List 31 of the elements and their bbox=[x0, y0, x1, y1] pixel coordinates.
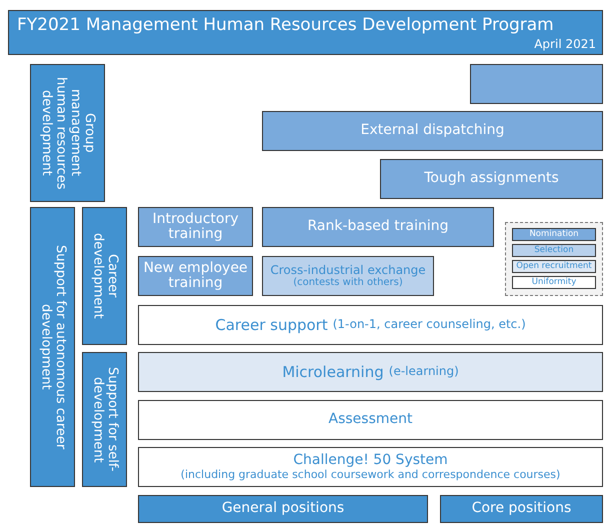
category-band: Group management human resources development bbox=[30, 64, 105, 202]
legend-text: Nomination bbox=[528, 228, 580, 241]
column-header: General positions bbox=[138, 495, 428, 523]
program-box bbox=[138, 305, 603, 345]
date-text: April 2021 bbox=[534, 37, 596, 51]
program-title: Cross-industrial exchange bbox=[270, 264, 426, 277]
program-box bbox=[138, 447, 603, 487]
legend-text: Selection bbox=[533, 244, 575, 257]
program-note: (including graduate school coursework and correspondence courses) bbox=[180, 468, 560, 481]
program-note: (contests with others) bbox=[293, 277, 403, 288]
program-box bbox=[138, 352, 603, 392]
category-band: Support for autonomous career development bbox=[30, 207, 75, 487]
program-box: External dispatching bbox=[262, 111, 603, 151]
category-band: Career development bbox=[82, 207, 127, 345]
program-note: (1-on-1, career counseling, etc.) bbox=[332, 318, 526, 332]
program-box: Rank-based training bbox=[262, 207, 494, 247]
program-title: Microlearning bbox=[282, 364, 384, 380]
title-text: FY2021 Management Human Resources Development Program bbox=[17, 15, 554, 35]
legend-text: Open recruitment bbox=[515, 260, 593, 273]
program-box: Assessment bbox=[138, 400, 603, 440]
legend-text: Uniformity bbox=[530, 276, 578, 289]
program-box: Tough assignments bbox=[380, 159, 603, 199]
column-header: Core positions bbox=[440, 495, 603, 523]
program-title: Challenge! 50 System bbox=[293, 453, 448, 469]
category-band: Support for self-development bbox=[82, 352, 127, 487]
program-box bbox=[470, 64, 603, 104]
program-box bbox=[262, 256, 434, 296]
program-box: New employee training bbox=[138, 256, 253, 296]
program-box: Introductory training bbox=[138, 207, 253, 247]
program-title: Career support bbox=[215, 316, 328, 334]
program-note: (e-learning) bbox=[388, 365, 459, 379]
